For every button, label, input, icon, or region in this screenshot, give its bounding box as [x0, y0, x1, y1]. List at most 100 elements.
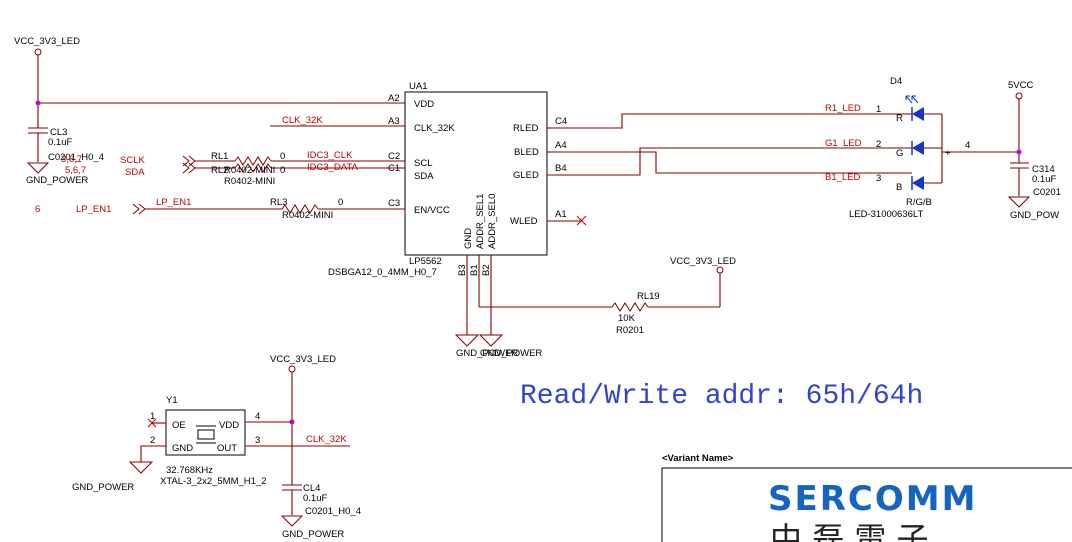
y1-frequency: 32.768KHz	[166, 465, 213, 476]
lp-en1-port-label: LP_EN1	[76, 204, 111, 215]
v5-junction	[1016, 149, 1022, 155]
y1-pin-name-out: OUT	[217, 443, 237, 454]
address-note: Read/Write addr: 65h/64h	[520, 381, 923, 412]
pin-name-wled: WLED	[510, 216, 538, 227]
y1-pin-1: 1	[150, 411, 155, 422]
d4-plus: +	[945, 148, 951, 159]
clk32k-label: CLK_32K	[282, 115, 323, 126]
g1-led-label: G1_LED	[825, 138, 862, 149]
pin-ball-c1: C1	[388, 163, 400, 174]
pin-name-addr-sel0: ADDR_SEL0	[487, 194, 498, 249]
sercomm-logo: SERCOMM	[768, 479, 977, 519]
variant-label: <Variant Name>	[662, 453, 734, 464]
rl19-resistor	[611, 302, 649, 312]
i2c-nets: SCLK SDA 3,6,7 5,6,7 RL1 0 R0402-MINI RL…	[61, 150, 405, 187]
pin-name-clk32k: CLK_32K	[414, 123, 455, 134]
y1-pin-name-oe: OE	[172, 420, 186, 431]
b1-led-wire	[547, 151, 912, 174]
rl1-resistor	[234, 156, 272, 166]
idc3-clk-label: IDC3_CLK	[307, 150, 353, 161]
rl3-ref: RL3	[270, 197, 287, 208]
rl2-footprint: R0402-MINI	[224, 176, 275, 187]
wled-nc-mark	[576, 215, 587, 226]
sda-port-label: SDA	[125, 167, 145, 178]
y1-gnd-symbol	[128, 461, 154, 474]
pin-name-bled: BLED	[514, 147, 539, 158]
wled-no-connect	[547, 215, 587, 226]
y1-crystal-element	[197, 429, 215, 440]
y1-pin-4: 4	[255, 411, 260, 422]
cl4-value: 0.1uF	[303, 493, 327, 504]
lp-en1-label: LP_EN1	[156, 197, 191, 208]
d4-rgb-led: D4 1 2 3 R G B + 4 R/G/B LED-31000636LT	[849, 76, 1019, 220]
d4-blue-diode	[912, 176, 924, 190]
en-net: 6 LP_EN1 LP_EN1 RL3 0 R0402-MINI	[35, 197, 405, 221]
d4-emission-arrows	[905, 95, 919, 104]
pin-ball-b3: B3	[457, 264, 468, 276]
vcc-junction	[35, 100, 41, 106]
pin-ball-a3: A3	[388, 116, 400, 127]
en-sheet-ref: 6	[35, 204, 40, 215]
cl4-capacitor: CL4 0.1uF C0201_H0_4 GND_POWER	[280, 483, 361, 540]
y1-pin-3: 3	[255, 435, 260, 446]
rl19-footprint: R0201	[616, 325, 644, 336]
ua1-gnd-symbol-a	[454, 334, 480, 347]
rl19-ref: RL19	[637, 291, 660, 302]
v5-symbol	[1015, 92, 1023, 100]
cl3-gnd-symbol	[26, 162, 50, 174]
clk32k-net-top: CLK_32K	[270, 115, 405, 127]
pin-ball-b4: B4	[555, 163, 567, 174]
pin-ball-c3: C3	[388, 198, 400, 209]
r1-led-label: R1_LED	[825, 103, 861, 114]
sda-port-arrow	[182, 162, 196, 174]
ua1-gnd-symbol-b	[478, 334, 504, 347]
ua1-ref: UA1	[409, 81, 427, 92]
pin-name-en: EN/VCC	[414, 205, 450, 216]
led-nets: R1_LED G1_LED B1_LED	[547, 103, 912, 183]
cl4-footprint: C0201_H0_4	[305, 506, 361, 517]
d4-red-diode	[912, 107, 924, 121]
pin-name-vdd: VDD	[414, 99, 434, 110]
pin-name-sda: SDA	[414, 171, 434, 182]
pin-ball-b1: B1	[469, 264, 480, 276]
d4-pin-3: 3	[876, 173, 881, 184]
pin-ball-a1: A1	[555, 209, 567, 220]
rl19-vcc-label: VCC_3V3_LED	[670, 256, 736, 267]
vcc-top-rail: VCC_3V3_LED	[14, 36, 405, 128]
g1-led-wire	[547, 147, 912, 176]
y1-body	[165, 409, 246, 456]
c314-gnd-label: GND_POW	[1010, 210, 1059, 221]
ua1-chip: UA1 LP5562 DSBGA12_0_4MM_H0_7 A2 VDD A3 …	[328, 81, 567, 278]
sclk-port-label: SCLK	[120, 155, 145, 166]
idc3-data-label: IDC3_DATA	[307, 162, 359, 173]
y1-pin-name-gnd: GND	[172, 443, 193, 454]
y1-ref: Y1	[166, 395, 178, 406]
y1-clk32k-label: CLK_32K	[306, 434, 347, 445]
rl1-value: 0	[280, 151, 285, 162]
y1-vcc-label: VCC_3V3_LED	[270, 354, 336, 365]
sclk-sheet-ref: 3,6,7	[61, 154, 82, 165]
d4-letter-b: B	[896, 182, 902, 193]
cl4-ref: CL4	[303, 483, 320, 494]
y1-pin-name-vdd: VDD	[219, 420, 239, 431]
pin-ball-c2: C2	[388, 151, 400, 162]
sda-sheet-ref: 5,6,7	[65, 165, 86, 176]
v5-rail: 5VCC C314 0.1uF C0201 GND_POW	[1007, 80, 1061, 221]
rl3-resistor	[281, 204, 319, 214]
cl4-gnd-label: GND_POWER	[282, 529, 344, 540]
cl3-value: 0.1uF	[48, 137, 72, 148]
pin-ball-a2: A2	[388, 93, 400, 104]
c314-footprint: C0201	[1033, 187, 1061, 198]
rl2-ref: RL2	[211, 165, 228, 176]
c314-ref: C314	[1032, 164, 1055, 175]
d4-pin-4: 4	[965, 140, 970, 151]
d4-letter-g: G	[896, 148, 903, 159]
pin-ball-b2: B2	[481, 264, 492, 276]
d4-part: LED-31000636LT	[849, 209, 923, 220]
pin-name-scl: SCL	[414, 158, 432, 169]
d4-caption: R/G/B	[906, 197, 932, 208]
cl3-footprint: C0201_H0_4	[48, 152, 104, 163]
d4-green-diode	[912, 141, 924, 155]
pin-name-rled: RLED	[513, 123, 538, 134]
